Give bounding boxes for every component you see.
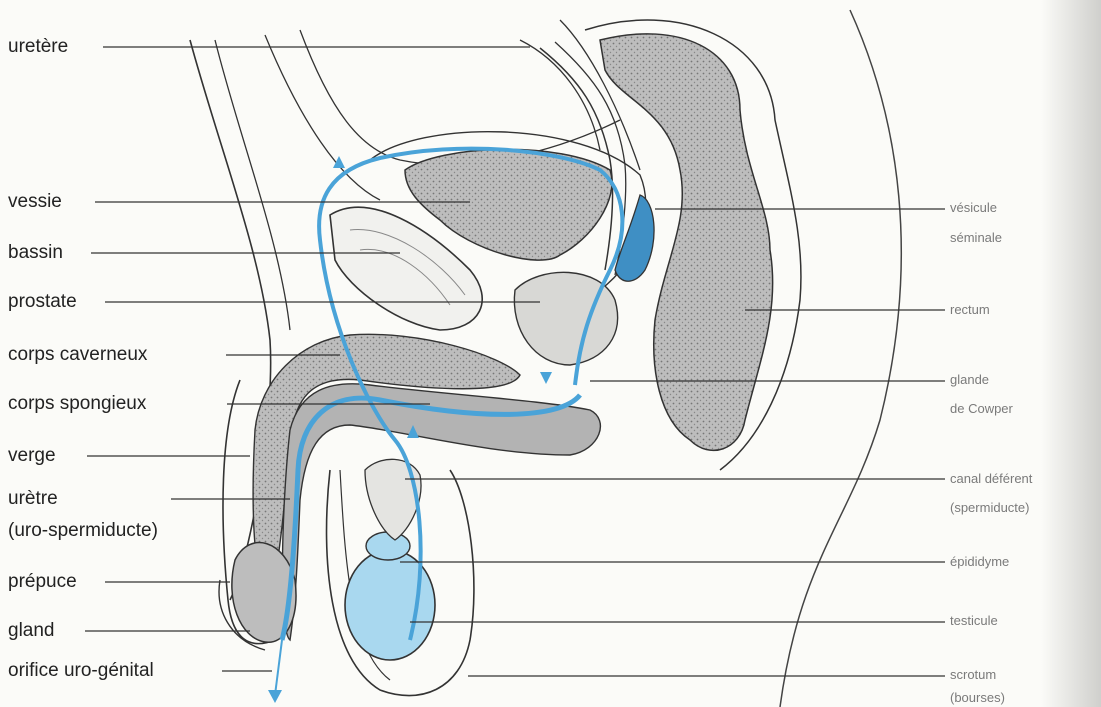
- label-bassin: bassin: [8, 242, 63, 264]
- label-verge: verge: [8, 445, 56, 467]
- label-epididyme: épididyme: [950, 554, 1009, 569]
- label-vesicule-1: vésicule: [950, 200, 997, 215]
- label-cowper-1: glande: [950, 372, 989, 387]
- body-outline: [780, 10, 901, 707]
- label-corps-spongieux: corps spongieux: [8, 393, 146, 415]
- label-vessie: vessie: [8, 191, 62, 213]
- epididymis-shape: [366, 532, 410, 560]
- label-rectum: rectum: [950, 302, 990, 317]
- label-uretere: uretère: [8, 36, 68, 58]
- label-gland: gland: [8, 620, 55, 642]
- label-canal-1: canal déférent: [950, 471, 1032, 486]
- corpus-spongiosum: [282, 384, 600, 640]
- label-uretre-sub: (uro-spermiducte): [8, 520, 158, 542]
- page-edge-shadow: [1041, 0, 1101, 707]
- label-orifice: orifice uro-génital: [8, 660, 154, 682]
- label-corps-caverneux: corps caverneux: [8, 344, 147, 366]
- label-prostate: prostate: [8, 291, 77, 313]
- up-arrow: [333, 156, 345, 168]
- exit-arrow: [268, 690, 282, 703]
- label-uretre: urètre: [8, 488, 58, 510]
- label-scrotum-1: scrotum: [950, 667, 996, 682]
- label-canal-2: (spermiducte): [950, 500, 1029, 515]
- prostate-arrow: [540, 372, 552, 384]
- label-cowper-2: de Cowper: [950, 401, 1013, 416]
- label-vesicule-2: séminale: [950, 230, 1002, 245]
- label-scrotum-2: (bourses): [950, 690, 1005, 705]
- label-prepuce: prépuce: [8, 571, 77, 593]
- label-testicule: testicule: [950, 613, 998, 628]
